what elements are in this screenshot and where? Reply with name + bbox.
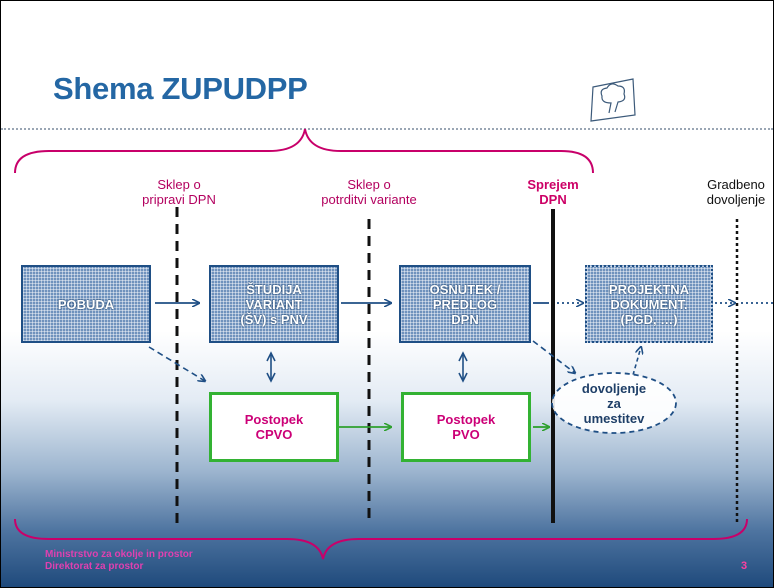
milestone-label-3: Sprejem DPN [527,177,579,207]
permit-ellipse [551,372,677,434]
box-projektna-dokument: PROJEKTNA DOKUMENT. (PGD, …) [585,265,713,343]
bottom-brace [14,518,748,560]
page-title: Shema ZUPUDPP [53,71,308,106]
box-osnutek-predlog: OSNUTEK / PREDLOG DPN [399,265,531,343]
box-postopek-cpvo: Postopek CPVO [209,392,339,462]
footer: Ministrstvo za okolje in prostor Direkto… [45,549,193,573]
box-pobuda: POBUDA [21,265,151,343]
box-studija-variant: ŠTUDIJA VARIANT (ŠV) s PNV [209,265,339,343]
title-divider [1,128,773,130]
permit-label: dovoljenje za umestitev [581,380,647,426]
milestone-label-2: Sklep o potrditvi variante [321,177,417,207]
page-number: 3 [741,560,748,572]
tree-logo-icon [590,78,636,122]
top-brace [14,128,594,174]
milestone-label-4: Gradbeno dovoljenje [706,177,766,207]
milestone-label-1: Sklep o pripravi DPN [142,177,216,207]
footer-ministry: Ministrstvo za okolje in prostor [45,549,193,560]
footer-directorate: Direktorat za prostor [45,561,144,572]
box-postopek-pvo: Postopek PVO [401,392,531,462]
